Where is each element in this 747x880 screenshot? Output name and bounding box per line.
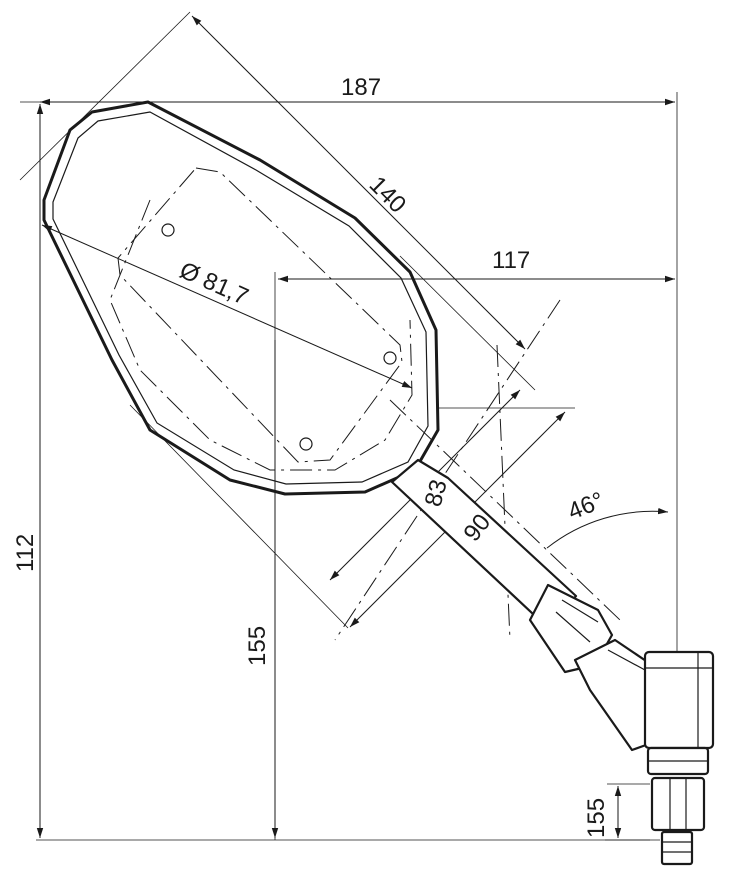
screw-hole-1 bbox=[161, 223, 175, 237]
bolt-nut bbox=[650, 776, 706, 832]
mirror-lens-outline bbox=[109, 199, 413, 471]
label-pivot-height: 155 bbox=[244, 626, 271, 666]
label-total-width: 187 bbox=[341, 74, 381, 101]
clamp-body bbox=[643, 650, 715, 750]
label-total-height: 112 bbox=[12, 534, 39, 572]
dim-line-140 bbox=[191, 15, 526, 350]
label-arm-angle: 46° bbox=[564, 487, 608, 526]
bolt-thread bbox=[660, 830, 694, 866]
screw-hole-3 bbox=[299, 437, 313, 451]
mirror-arm bbox=[390, 458, 654, 752]
label-mirror-length: 140 bbox=[364, 171, 411, 218]
mounting-plate bbox=[117, 167, 403, 463]
mirror-inner-rim bbox=[52, 111, 429, 485]
dim-line-diameter bbox=[41, 224, 413, 389]
arm-lower-link bbox=[573, 638, 654, 752]
label-lens-diameter: Ø 81,7 bbox=[176, 257, 253, 311]
extension-lines bbox=[19, 11, 678, 841]
centerlines bbox=[334, 299, 621, 641]
mirror-outline bbox=[42, 100, 440, 496]
label-bolt-length: 155 bbox=[583, 798, 610, 838]
dimension-lines bbox=[36, 15, 675, 838]
dim-arc-46 bbox=[546, 507, 669, 549]
clamp-assembly bbox=[643, 650, 715, 866]
label-pivot-offset: 117 bbox=[492, 247, 530, 274]
mirror-housing bbox=[42, 100, 440, 496]
screw-hole-2 bbox=[383, 351, 397, 365]
